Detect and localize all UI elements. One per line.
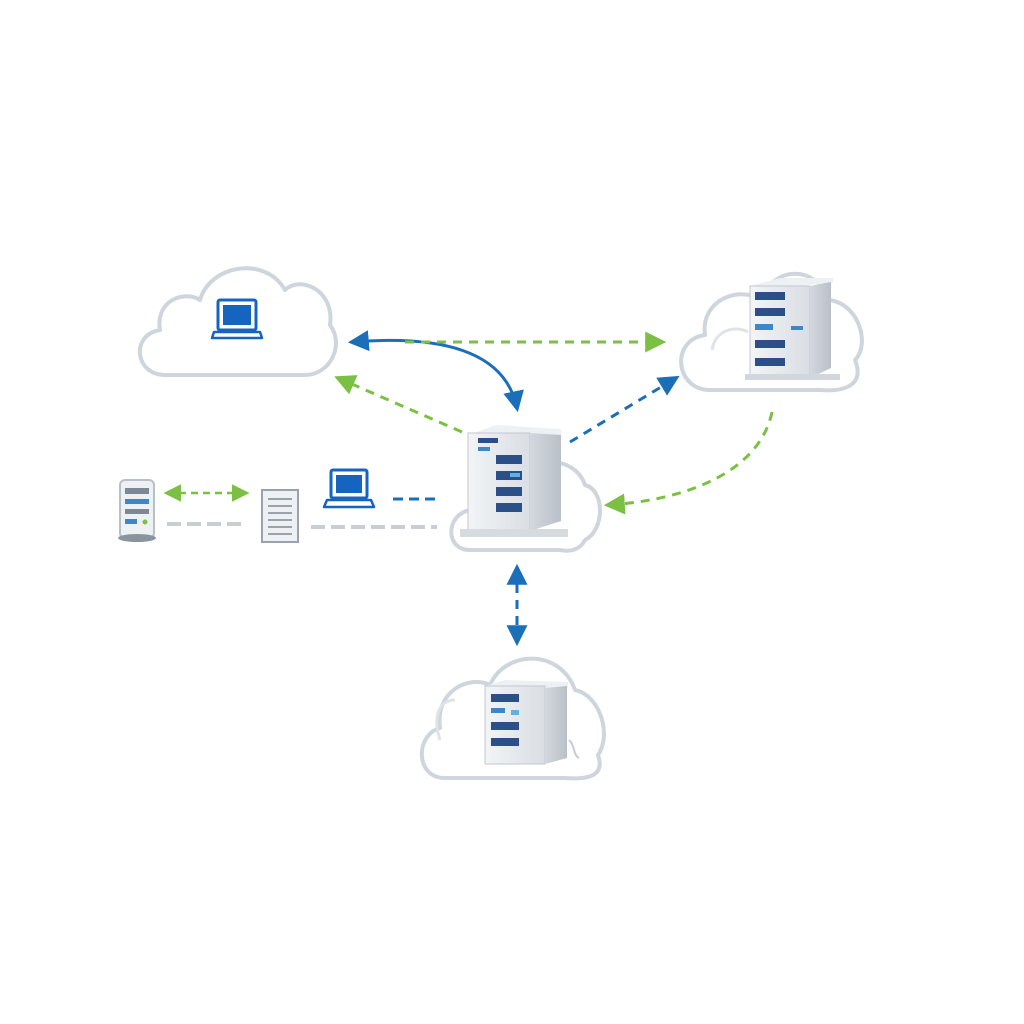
server-icon [460,425,568,537]
server-icon [745,278,840,380]
link-laptop-central [347,330,524,413]
connections [163,330,774,647]
link-central-laptop [334,375,463,434]
laptop-icon [322,468,376,509]
server-icon [261,489,299,543]
router-icon [118,479,156,542]
server-icon [484,680,580,765]
link-right-central [603,411,774,515]
laptop-icon [210,298,264,340]
link-central-right [569,375,680,444]
